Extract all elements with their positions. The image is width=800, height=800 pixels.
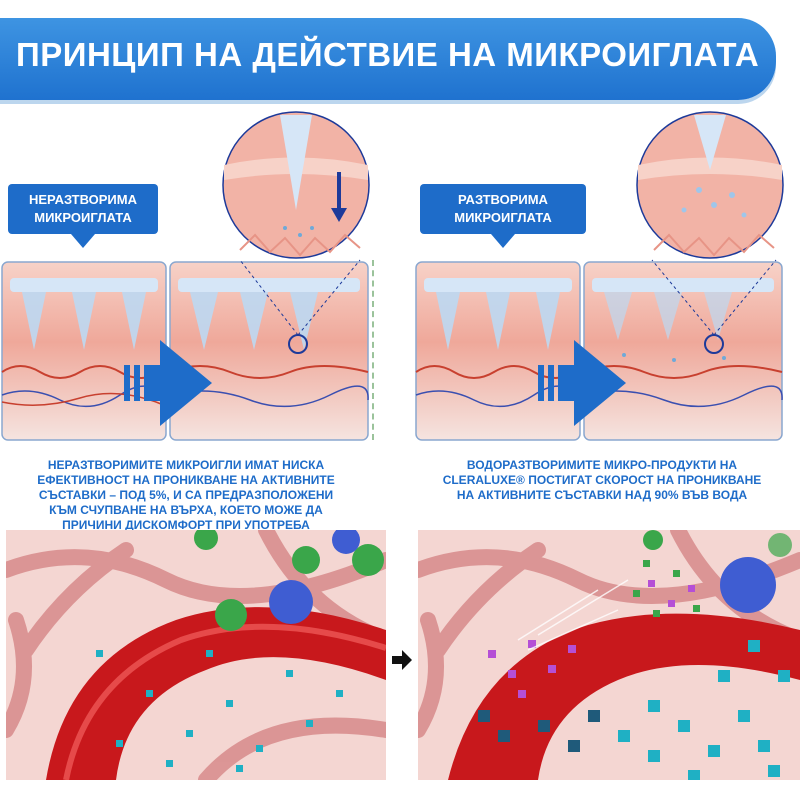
section-divider [372, 260, 374, 440]
page-title: ПРИНЦИП НА ДЕЙСТВИЕ НА МИКРОИГЛАТА [16, 36, 759, 74]
black-arrow-icon [390, 648, 414, 672]
insoluble-microneedle-diagram [0, 110, 372, 445]
soluble-description: ВОДОРАЗТВОРИМИТЕ МИКРО-ПРОДУКТИ НА CLERA… [404, 458, 800, 503]
description-line: CLERALUXE® ПОСТИГАТ СКОРОСТ НА ПРОНИКВАН… [404, 473, 800, 488]
skin-panel-before [2, 262, 166, 440]
zoom-circle [637, 112, 783, 258]
description-line: СЪСТАВКИ – ПОД 5%, И СА ПРЕДРАЗПОЛОЖЕНИ [0, 488, 372, 503]
skin-panel-after [170, 260, 368, 440]
description-line: НЕРАЗТВОРИМИТЕ МИКРОИГЛИ ИМАТ НИСКА [0, 458, 372, 473]
description-line: НА АКТИВНИТЕ СЪСТАВКИ НАД 90% ВЪВ ВОДА [404, 488, 800, 503]
insoluble-description: НЕРАЗТВОРИМИТЕ МИКРОИГЛИ ИМАТ НИСКА ЕФЕК… [0, 458, 372, 533]
description-line: КЪМ СЧУПВАНЕ НА ВЪРХА, КОЕТО МОЖЕ ДА [0, 503, 372, 518]
blood-vessel-after-image [418, 530, 800, 780]
skin-panel-before [416, 262, 580, 440]
skin-panel-after [584, 260, 782, 440]
description-line: ВОДОРАЗТВОРИМИТЕ МИКРО-ПРОДУКТИ НА [404, 458, 800, 473]
description-line: ЕФЕКТИВНОСТ НА ПРОНИКВАНЕ НА АКТИВНИТЕ [0, 473, 372, 488]
blood-vessel-before-image [6, 530, 386, 780]
soluble-microneedle-diagram [414, 110, 786, 445]
zoom-circle [223, 112, 369, 258]
title-banner: ПРИНЦИП НА ДЕЙСТВИЕ НА МИКРОИГЛАТА [0, 18, 776, 100]
